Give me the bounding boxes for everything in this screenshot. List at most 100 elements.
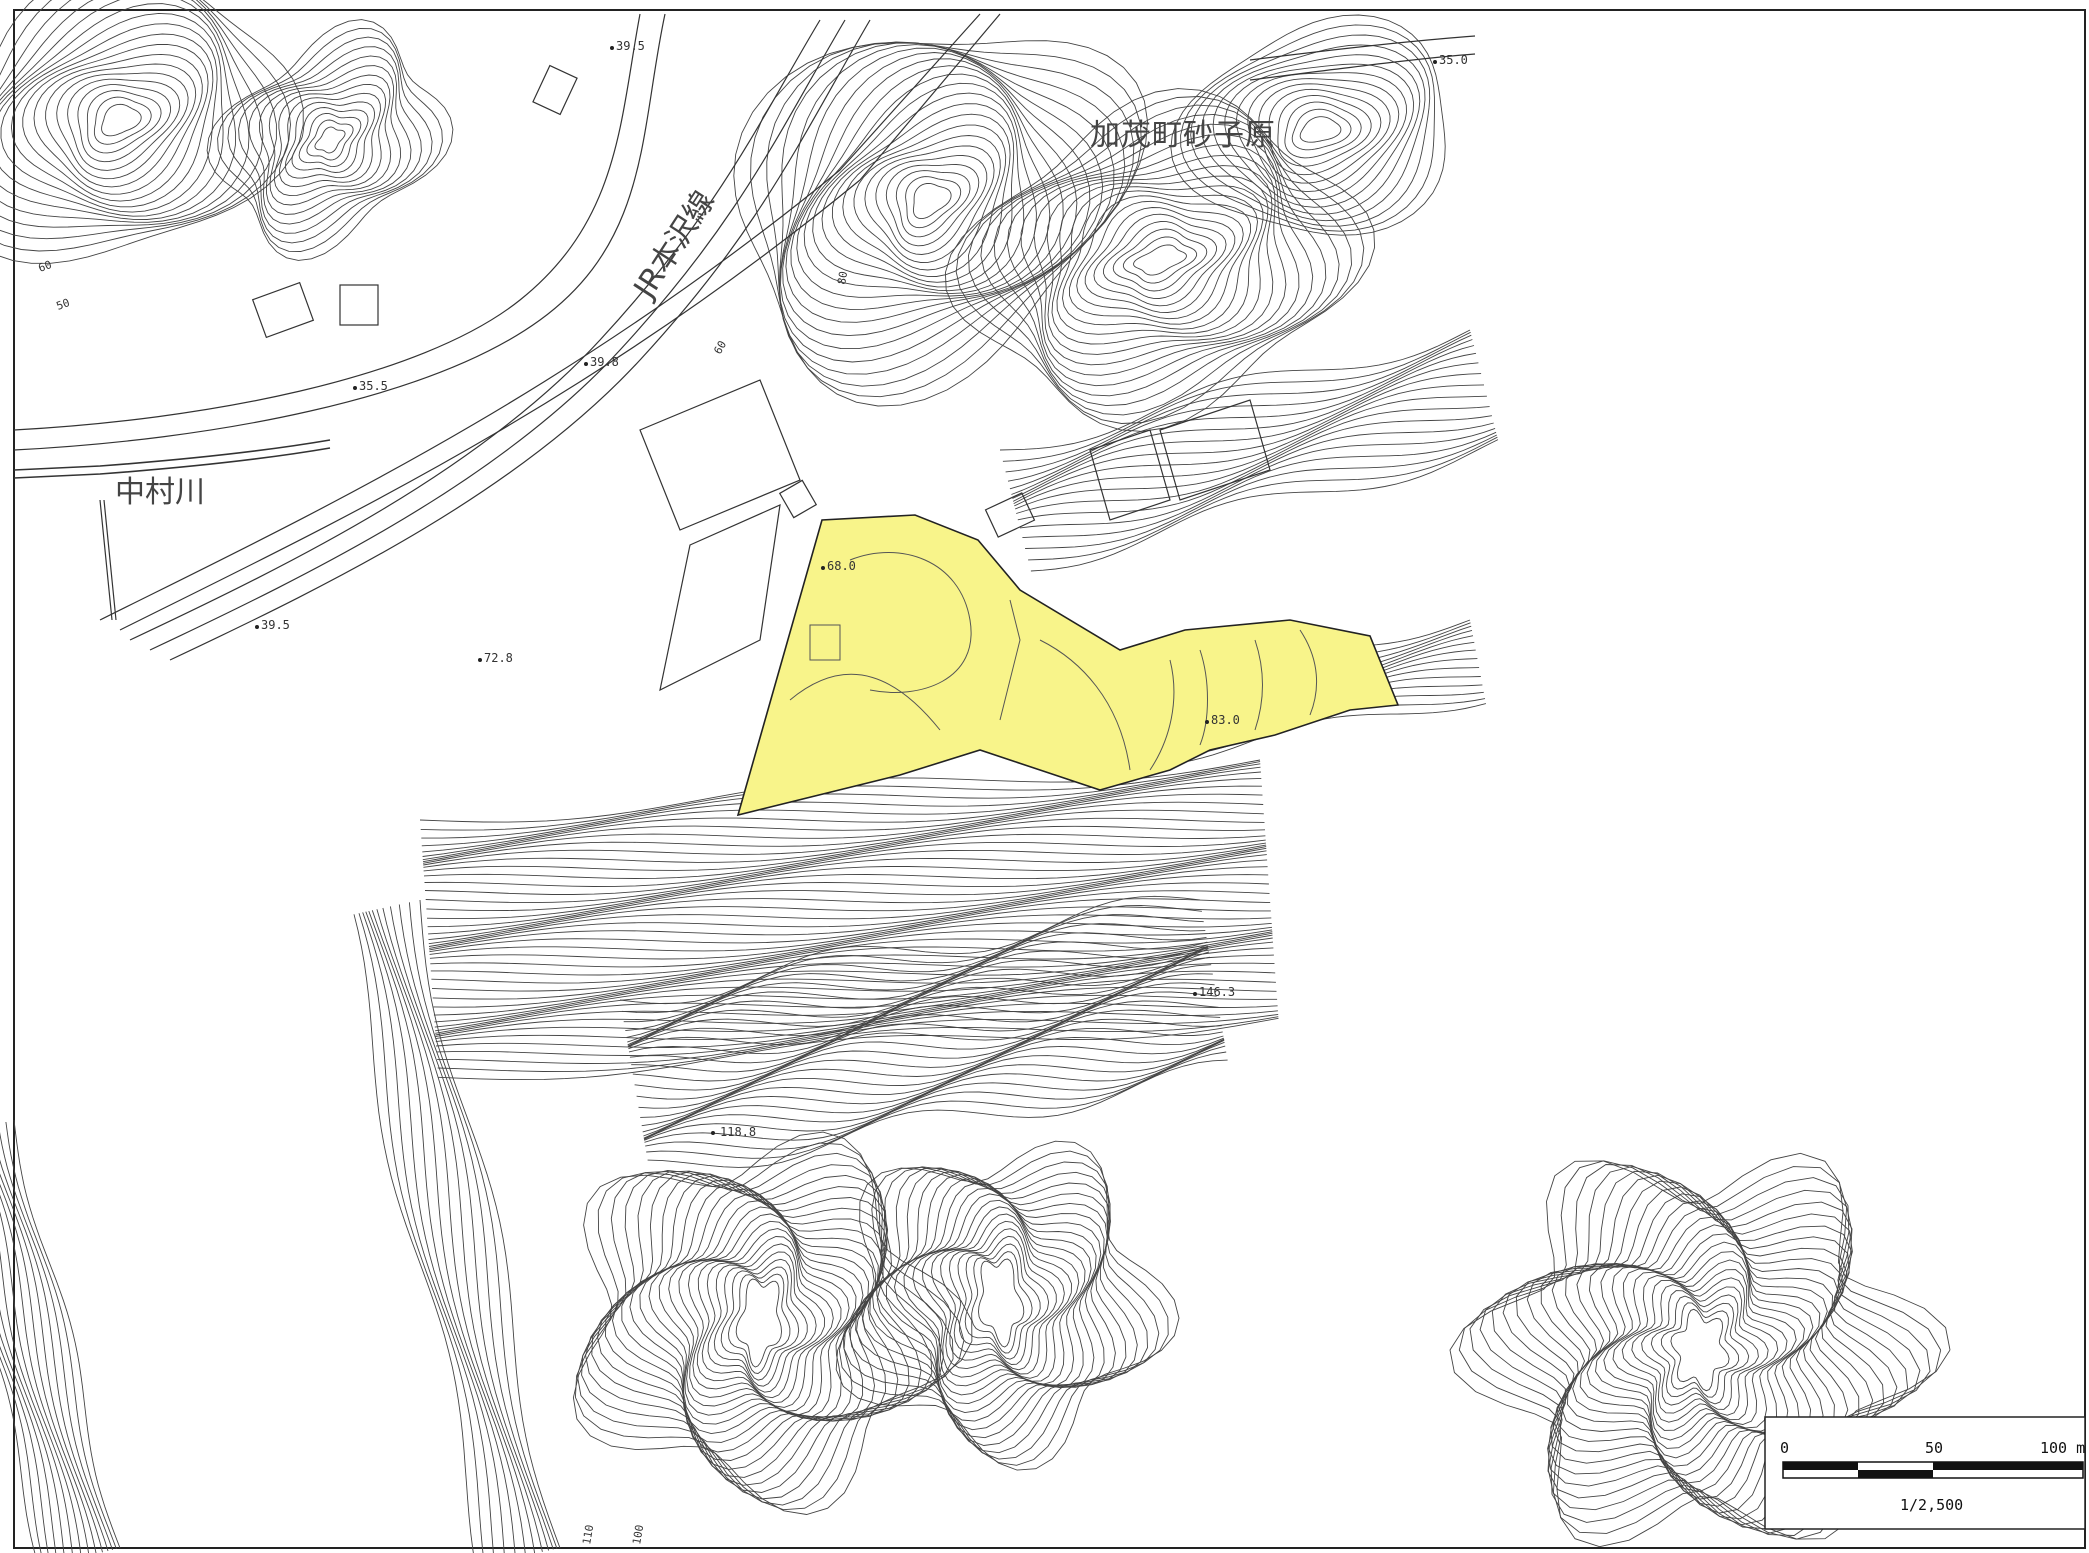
contour-labels: 60 50 60 80 110 100	[37, 258, 851, 1545]
contour-line	[435, 978, 1276, 1038]
contour-line	[640, 1009, 1221, 1118]
contour-line	[713, 1258, 808, 1387]
contour-line	[843, 1161, 1160, 1460]
spot-height-label: 146.3	[1199, 985, 1235, 999]
contour-line	[1019, 427, 1496, 529]
contour-line	[93, 96, 152, 145]
contour-line	[427, 850, 1267, 928]
contour-line	[728, 1273, 791, 1374]
contour-line	[1030, 439, 1499, 572]
highway-line-b	[119, 13, 1001, 631]
contour-line	[435, 986, 1277, 1040]
contour-line	[1299, 116, 1342, 143]
contour-line	[785, 58, 1078, 323]
contour-line	[648, 1200, 870, 1425]
contour-line	[422, 771, 1261, 853]
contour-line	[358, 913, 484, 1553]
contour-line	[291, 107, 369, 173]
contour-line	[376, 909, 536, 1553]
building	[778, 479, 818, 519]
contour-line	[780, 47, 1104, 350]
contour-line	[426, 847, 1267, 920]
contour-line	[1551, 1200, 1849, 1500]
contour-line	[1258, 83, 1391, 184]
contour-line	[636, 991, 1217, 1100]
contour-line	[821, 103, 1015, 288]
contour-line	[419, 899, 561, 1549]
contour-line	[0, 0, 304, 264]
contour-line	[0, 0, 277, 240]
contour-line	[429, 882, 1269, 949]
contour-line	[423, 825, 1266, 872]
contour-line	[707, 1251, 817, 1393]
contour-line	[643, 1039, 1225, 1140]
road-line-b	[13, 13, 666, 451]
contour-line	[623, 914, 1204, 1023]
contour-line	[1076, 200, 1244, 320]
contour-line	[1011, 352, 1477, 495]
contour-line	[627, 944, 1208, 1046]
contour-line	[1051, 175, 1269, 345]
boundary-line	[103, 499, 117, 621]
contour-line	[955, 96, 1365, 424]
contour-line	[885, 164, 980, 247]
contour-line	[0, 1183, 97, 1553]
spot-heights: 39.5 35.0 35.5 39.8 39.5 72.8 146.3 118.…	[255, 39, 1468, 1139]
contour-line	[628, 948, 1209, 1050]
contour-line	[421, 763, 1261, 839]
contour-line	[641, 1018, 1222, 1127]
contour-line	[0, 0, 291, 252]
contour-line	[433, 937, 1273, 1016]
river-line-b	[13, 447, 331, 479]
contour-line	[77, 84, 172, 163]
contour-line	[424, 839, 1266, 887]
contour-line	[437, 1013, 1279, 1064]
contour-line	[678, 1220, 850, 1412]
contour-line	[362, 912, 494, 1553]
parcel-interior-lines	[789, 552, 1318, 771]
contour-line	[0, 1132, 113, 1551]
contour-line	[425, 844, 1267, 904]
highway-line-a	[99, 13, 981, 621]
contour-line	[1284, 101, 1362, 159]
contour-line	[687, 1228, 842, 1408]
contour-line	[434, 941, 1274, 1023]
contour-line	[842, 124, 1007, 277]
contour-line	[948, 1228, 1057, 1371]
contour-line	[298, 112, 362, 168]
contour-line	[430, 926, 1273, 976]
contour-line	[782, 52, 1091, 337]
contour-line	[438, 1017, 1279, 1081]
contour-line	[1458, 1160, 1942, 1540]
contour-label: 100	[630, 1524, 646, 1546]
contour-line	[1025, 434, 1497, 549]
contour-line	[864, 145, 995, 263]
contour-line	[431, 931, 1273, 992]
contour-line	[944, 88, 1376, 432]
contour-line	[993, 123, 1327, 397]
field-plot	[1089, 429, 1171, 521]
contour-line	[980, 113, 1340, 407]
contour-line	[429, 914, 1272, 960]
contour-line	[422, 793, 1263, 863]
contour-line	[627, 946, 1209, 1048]
scale-tick-0: 0	[1780, 1439, 1789, 1457]
contour-line	[429, 898, 1271, 953]
contour-line	[812, 92, 1025, 292]
contour-line	[869, 1173, 1116, 1431]
contour-line	[33, 53, 203, 195]
contour-line	[978, 1258, 1025, 1348]
highlighted-parcel	[736, 514, 1400, 817]
contour-line	[368, 910, 516, 1553]
contour-line	[1012, 362, 1479, 499]
contour-line	[0, 23, 218, 213]
contour-line	[314, 126, 346, 154]
contour-line	[720, 1266, 800, 1381]
contour-line	[779, 44, 1115, 363]
contour-line	[422, 777, 1262, 857]
contour-line	[422, 785, 1262, 861]
contour-line	[0, 1309, 65, 1553]
contour-line	[999, 329, 1471, 451]
field-plot	[639, 379, 801, 531]
